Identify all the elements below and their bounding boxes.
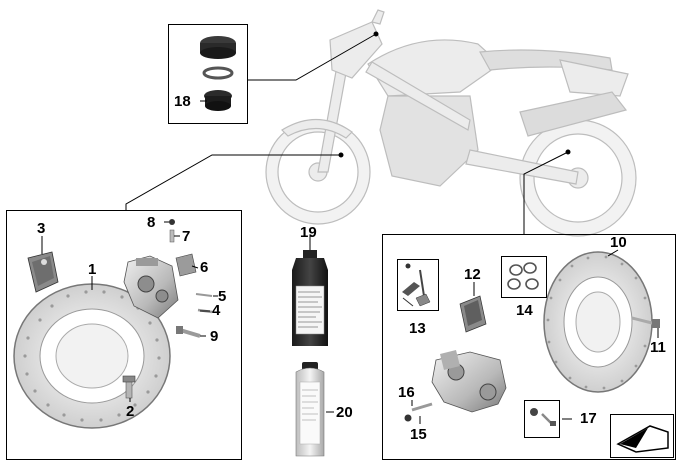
callout-10[interactable]: 10 bbox=[610, 234, 627, 251]
seal-kit-sub-box bbox=[501, 256, 547, 298]
orientation-icon-box bbox=[610, 414, 674, 458]
leader-lines bbox=[125, 31, 571, 234]
bracket-icon bbox=[175, 253, 199, 277]
callout-6[interactable]: 6 bbox=[200, 259, 209, 276]
rear-brake-disc-icon bbox=[543, 249, 653, 393]
repair-kit-sub-box bbox=[397, 259, 439, 311]
spray-can-icon bbox=[295, 362, 334, 457]
callout-19[interactable]: 19 bbox=[300, 224, 317, 241]
callout-18[interactable]: 18 bbox=[174, 93, 191, 110]
repair-kit-icon bbox=[402, 263, 431, 307]
seal-ring-icon bbox=[507, 262, 539, 290]
screw-set-icon bbox=[530, 408, 572, 426]
callout-11[interactable]: 11 bbox=[650, 339, 666, 356]
pin-icon bbox=[195, 293, 218, 314]
brake-pad-icon bbox=[27, 236, 59, 293]
callout-3[interactable]: 3 bbox=[37, 220, 46, 237]
front-brake-caliper-icon bbox=[123, 255, 179, 319]
rear-bleed-valve-icon bbox=[404, 400, 433, 424]
bleed-valve-icon bbox=[164, 219, 180, 243]
callout-16[interactable]: 16 bbox=[398, 384, 415, 401]
callout-8[interactable]: 8 bbox=[147, 214, 156, 231]
callout-4[interactable]: 4 bbox=[212, 302, 221, 319]
rear-disc-bolt-icon bbox=[631, 316, 660, 338]
rear-brake-caliper-icon bbox=[431, 350, 507, 413]
callout-5[interactable]: 5 bbox=[218, 288, 227, 305]
oil-cap-detail-box bbox=[168, 24, 248, 124]
front-brake-parts-box bbox=[6, 210, 242, 460]
callout-12[interactable]: 12 bbox=[464, 266, 481, 283]
caliper-bolt-icon bbox=[176, 326, 206, 338]
callout-14[interactable]: 14 bbox=[516, 302, 533, 319]
callout-13[interactable]: 13 bbox=[409, 320, 426, 337]
callout-9[interactable]: 9 bbox=[210, 328, 219, 345]
callout-20[interactable]: 20 bbox=[336, 404, 353, 421]
callout-1[interactable]: 1 bbox=[88, 261, 97, 278]
rear-brake-pad-icon bbox=[459, 282, 487, 333]
screw-set-sub-box bbox=[524, 400, 560, 438]
motorcycle-icon bbox=[265, 9, 637, 237]
catalog-arrow-icon bbox=[616, 425, 669, 453]
brake-fluid-bottle-icon bbox=[292, 236, 328, 346]
oil-filler-cap-icon bbox=[200, 36, 236, 111]
callout-17[interactable]: 17 bbox=[580, 410, 597, 427]
callout-15[interactable]: 15 bbox=[410, 426, 427, 443]
callout-2[interactable]: 2 bbox=[126, 403, 135, 420]
callout-7[interactable]: 7 bbox=[182, 228, 191, 245]
disc-bolt-icon bbox=[122, 375, 136, 402]
rear-brake-parts-box bbox=[382, 234, 676, 460]
